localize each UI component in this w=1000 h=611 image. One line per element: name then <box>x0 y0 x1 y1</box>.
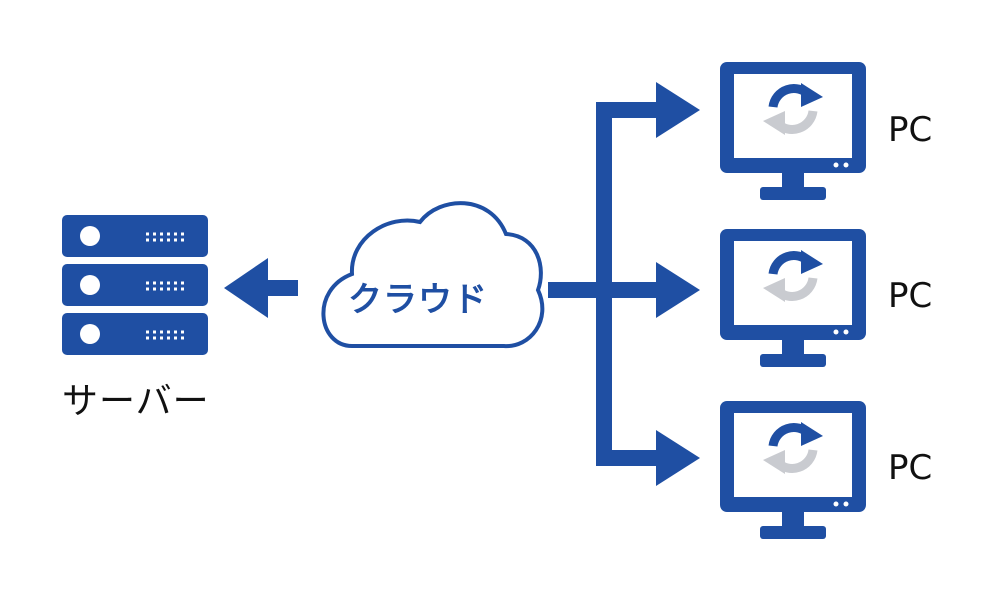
server-unit-2 <box>62 264 208 306</box>
pc-label-3: PC <box>888 448 933 488</box>
pc-label-1: PC <box>888 110 933 150</box>
monitor-sync-icon <box>720 62 866 200</box>
server-unit-1 <box>62 215 208 257</box>
arrow-to-server-icon <box>224 258 298 318</box>
monitor-sync-icon <box>720 229 866 367</box>
cloud-label: クラウド <box>348 280 488 320</box>
server-icon <box>62 215 208 355</box>
monitor-sync-icon <box>720 401 866 539</box>
arrow-to-pc-3-icon <box>656 430 700 486</box>
server-unit-3 <box>62 313 208 355</box>
arrow-to-pc-1-icon <box>656 82 700 138</box>
connector-lines <box>548 102 658 466</box>
server-label: サーバー <box>62 381 210 422</box>
cloud-icon <box>321 201 545 349</box>
pc-label-2: PC <box>888 276 933 316</box>
arrow-to-pc-2-icon <box>656 262 700 318</box>
